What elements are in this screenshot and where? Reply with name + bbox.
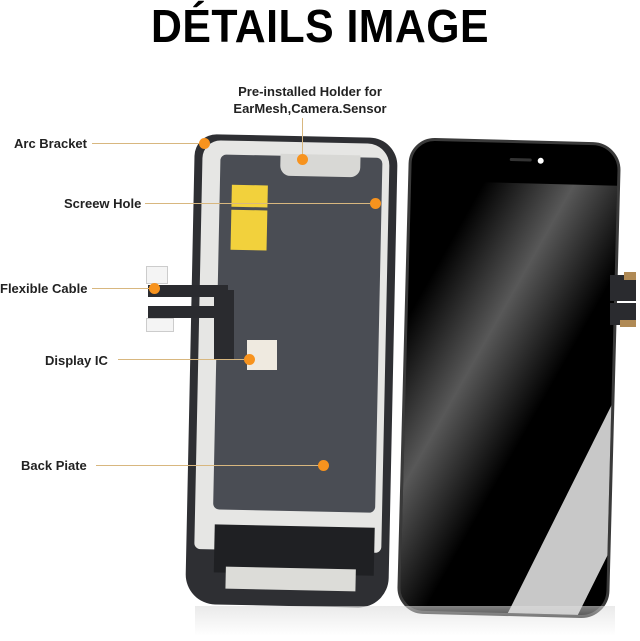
front-cable-connector xyxy=(624,272,636,280)
back-plate-leader-line xyxy=(96,465,323,466)
lcd-back-side-image xyxy=(185,133,398,609)
holder-leader-line xyxy=(302,118,303,158)
arc-bracket-leader-line xyxy=(92,143,204,144)
sensor-holder xyxy=(280,153,361,178)
flexible-cable xyxy=(148,285,228,297)
adhesive-pad xyxy=(230,209,268,251)
page-title: DÉTAILS IMAGE xyxy=(151,0,489,52)
display-ic-label: Display IC xyxy=(45,353,108,368)
adhesive-pad xyxy=(231,184,268,208)
front-cable-connector xyxy=(620,320,636,327)
back-plate-dot-icon xyxy=(318,460,329,471)
arc-bracket-dot-icon xyxy=(199,138,210,149)
lcd-front-side-image xyxy=(396,137,622,619)
floor-reflection xyxy=(195,606,615,636)
flexible-cable-label: Flexible Cable xyxy=(0,281,88,296)
flex-cable-connector xyxy=(146,266,168,284)
flexible-cable-dot-icon xyxy=(149,283,160,294)
display-ic-dot-icon xyxy=(244,354,255,365)
earpiece-icon xyxy=(509,157,532,162)
bottom-strip xyxy=(225,566,356,592)
front-flex-cable xyxy=(610,303,636,325)
arc-bracket-label: Arc Bracket xyxy=(14,136,87,151)
flexible-cable xyxy=(148,306,228,318)
screw-hole-dot-icon xyxy=(370,198,381,209)
back-plate xyxy=(213,153,383,513)
screw-hole-label: Screew Hole xyxy=(64,196,142,211)
holder-callout-label: Pre-installed Holder for EarMesh,Camera.… xyxy=(200,83,420,117)
flexible-cable-leader-line xyxy=(92,288,154,289)
camera-icon xyxy=(537,157,544,164)
display-ic-leader-line xyxy=(118,359,249,360)
holder-label-line2: EarMesh,Camera.Sensor xyxy=(233,101,387,116)
holder-dot-icon xyxy=(297,154,308,165)
flex-cable-connector xyxy=(146,318,174,332)
flexible-cable xyxy=(214,290,234,360)
holder-label-line1: Pre-installed Holder for xyxy=(238,84,382,99)
screw-hole-leader-line xyxy=(145,203,375,204)
back-plate-label: Back Piate xyxy=(21,458,87,473)
